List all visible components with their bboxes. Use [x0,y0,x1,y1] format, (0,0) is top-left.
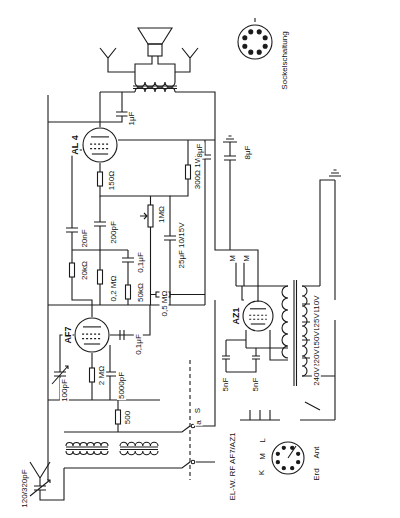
component-value: 1MΩ [158,204,167,223]
component-value: EL-W. RF AF7/AZ1 [227,431,236,501]
component-value: 20kΩ [79,260,88,281]
tube-envelope [74,317,110,353]
component-value: 2 MΩ [97,364,106,385]
component-value: 25μF 10/15V [177,221,186,269]
component-value: 150Ω [107,169,116,190]
component-value: a [193,419,202,425]
vacuum-tube: AL 4 [68,127,118,163]
tube-type: AZ1 [230,306,240,325]
component-value: 200pF [109,220,118,245]
component-value: 100pF [60,378,69,403]
switch-contact [276,452,279,455]
component-value: 500 [123,409,132,424]
component-value: 0,2 MΩ [109,274,118,302]
vacuum-tube: AZ1 [228,300,274,332]
component-value: 0,1μF [136,251,145,274]
switch-contact [297,452,300,455]
component-value: S [194,406,203,413]
socket-pin [249,50,253,54]
switch-contact [291,467,294,470]
component-value: 8μF [243,144,252,160]
vacuum-tube: AF7 [60,317,110,353]
component-value: 110V [312,294,321,314]
tube-envelope [242,300,274,332]
coil-winding [66,443,108,447]
component-value: 120/320pF [19,468,28,508]
switch-contact [282,446,285,449]
socket-pin [263,44,267,48]
component-value: 5nF [251,376,260,392]
component-value: Ant [311,445,320,459]
component-value: M [241,254,250,263]
coil-winding [282,286,288,358]
component-value: L [257,437,266,443]
socket-pin [243,36,247,40]
socket-pin [243,44,247,48]
switch-contact [291,446,294,449]
socket-pin [257,50,261,54]
coil-winding [66,451,108,455]
coil-winding [120,442,158,446]
switch-contact [297,461,300,464]
coil-winding [302,286,307,376]
socket-pin [249,30,253,34]
component-value: 1μF [127,110,136,126]
component-value: Sockelschaltung [279,30,288,90]
coil-winding [120,451,158,455]
socket-pin [263,36,267,40]
switch-contact [282,467,285,470]
component-value: 8μF [195,142,204,158]
component-value: Erd [311,467,320,481]
tube-envelope [82,127,118,163]
component-value: M [257,452,266,461]
tube-type: AL 4 [70,134,80,155]
component-value: 0,5 MΩ [160,289,169,317]
component-value: 50kΩ [135,282,144,303]
coil-winding [135,87,175,92]
component-value: M [227,254,236,263]
component-value: 5nF [221,376,230,392]
socket-pin [257,30,261,34]
component-value: K [258,468,267,475]
component-value: 5000pF [117,370,126,399]
component-value: 300Ω 1W [194,154,203,190]
component-value: 0,1μF [134,333,143,356]
tube-type: AF7 [62,325,72,344]
component-value: 20nF [79,228,88,248]
component-value: 240V [312,366,321,387]
coil-winding [135,82,175,87]
switch-contact [276,461,279,464]
